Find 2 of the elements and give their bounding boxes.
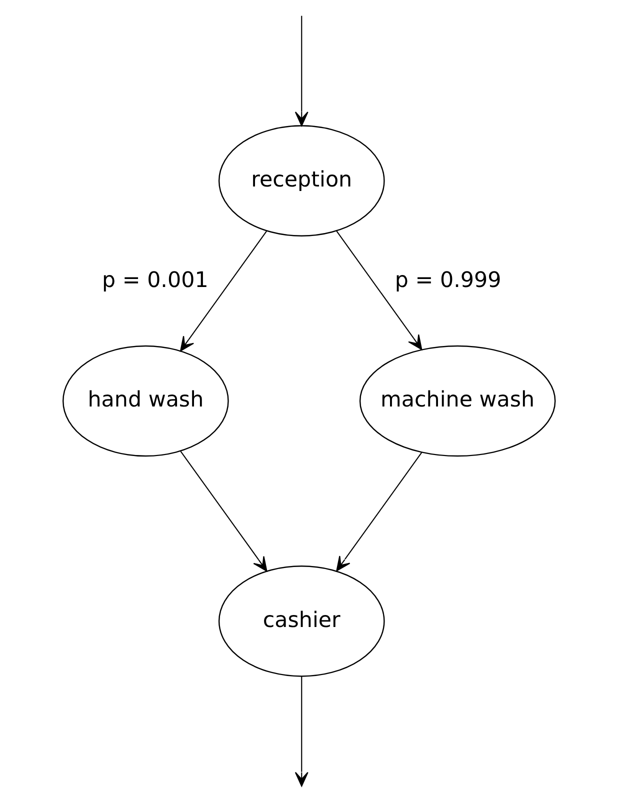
edge-label: p = 0.999 <box>394 268 502 294</box>
edge-label: p = 0.001 <box>102 268 208 294</box>
